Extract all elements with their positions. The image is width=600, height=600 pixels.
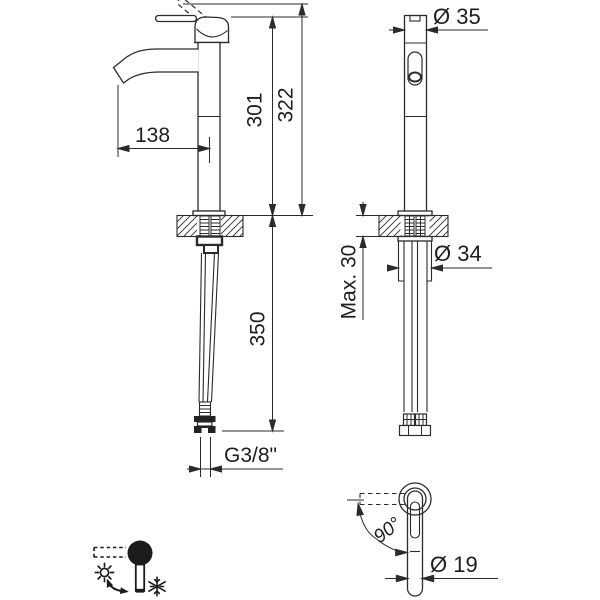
lever-alt-position-dashed — [359, 492, 406, 506]
lever-top-view — [406, 490, 424, 597]
handle-rotation-detail — [347, 482, 498, 597]
dim-height-spout: 301 — [244, 92, 267, 127]
dimensions-side-view — [117, 3, 313, 477]
handle-base-outer — [398, 482, 432, 516]
front-view — [378, 14, 449, 437]
dim-thread: G3/8" — [224, 444, 277, 467]
temperature-mixing-icon — [93, 540, 166, 597]
spout — [112, 48, 199, 84]
dim-below-diameter: Ø 34 — [434, 241, 482, 266]
hose-connectors-front — [398, 413, 432, 437]
dim-height-total: 322 — [275, 87, 298, 122]
handle-stem-icon — [134, 563, 146, 592]
ball-joint-arc — [196, 28, 228, 38]
dim-rotation-angle: 90° — [370, 513, 406, 547]
handle-knob-icon — [127, 540, 153, 566]
handle-base-inner — [403, 487, 427, 511]
handle-stem-tip — [135, 588, 145, 593]
snowflake-icon — [148, 576, 166, 597]
sun-icon — [94, 562, 115, 583]
base-flange-front — [397, 210, 433, 217]
dim-reach: 138 — [135, 124, 170, 147]
faucet-body-front — [403, 14, 428, 213]
supply-hoses — [198, 252, 220, 403]
spout-outlet — [407, 51, 423, 86]
faucet-body — [197, 41, 221, 212]
lever-grip-slot — [409, 501, 421, 539]
dim-deck-thickness: Max. 30 — [338, 245, 361, 320]
dim-top-diameter: Ø 35 — [433, 4, 481, 29]
lever-notch — [409, 14, 421, 22]
handle-cap — [194, 16, 230, 44]
dimensions-front-view — [356, 26, 492, 320]
side-view — [112, 0, 244, 433]
lever-icon — [154, 14, 198, 23]
dim-lever-diameter: Ø 19 — [430, 552, 478, 577]
dim-hose-length: 350 — [247, 311, 270, 346]
handle-alt-dashed — [93, 546, 126, 558]
countertop — [176, 214, 244, 238]
aerator — [408, 71, 422, 83]
base-flange — [192, 210, 226, 217]
hose-fitting — [194, 401, 216, 433]
washer — [397, 235, 433, 242]
below-deck-sleeve — [397, 241, 433, 412]
dimension-labels: 138 301 322 350 G3/8" Ø 35 Max. 30 Ø 34 … — [135, 4, 482, 577]
mounting-nut — [195, 235, 224, 254]
